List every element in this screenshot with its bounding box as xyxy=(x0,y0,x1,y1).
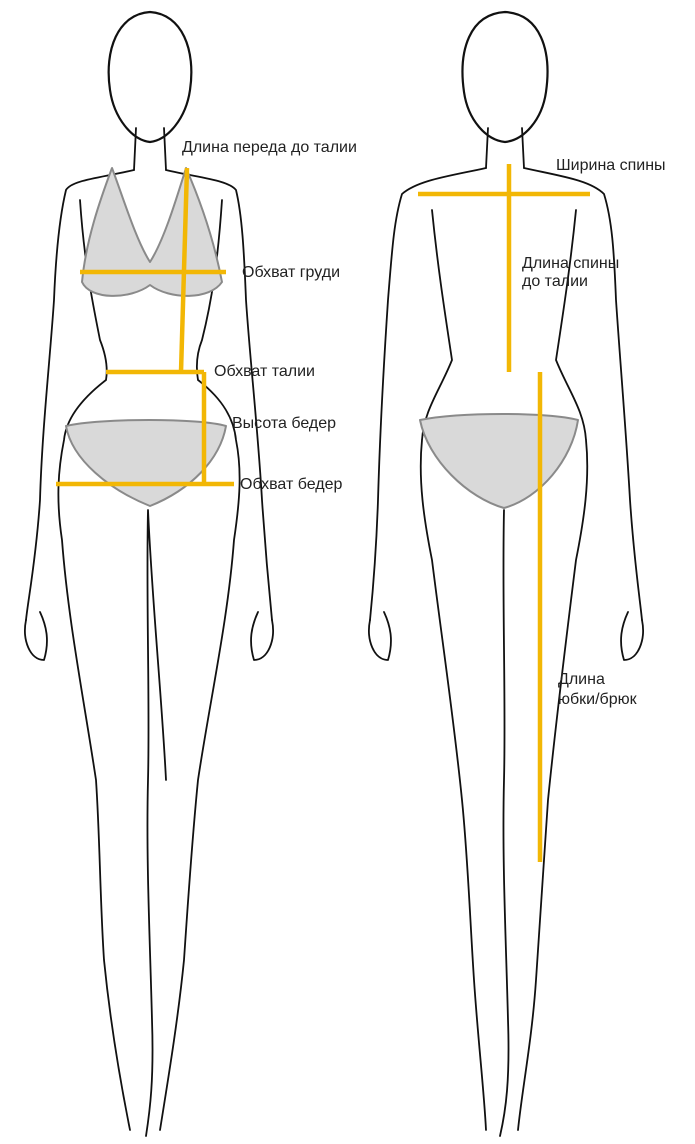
back-right-hand xyxy=(621,612,643,660)
hip-height-label: Высота бедер xyxy=(232,415,336,432)
front-length-label: Длина переда до талии xyxy=(182,139,357,156)
back-bikini-bottom xyxy=(420,414,578,508)
back-length-label-1: Длина спины xyxy=(522,255,619,272)
back-inner-legs xyxy=(500,510,509,1136)
back-width-label: Ширина спины xyxy=(556,157,666,174)
front-body-right-outline xyxy=(160,170,272,1130)
waist-label: Обхват талии xyxy=(214,363,315,380)
back-head xyxy=(463,12,548,142)
front-bikini-top xyxy=(82,168,222,296)
front-body-left-outline xyxy=(26,170,134,1130)
back-length-label-2: до талии xyxy=(522,273,588,290)
front-right-hand xyxy=(251,612,273,660)
bust-label: Обхват груди xyxy=(242,264,340,281)
hips-label: Обхват бедер xyxy=(240,476,342,493)
skirt-length-label-1: Длина xyxy=(558,671,605,688)
back-body-right-outline xyxy=(518,168,642,1130)
skirt-length-label-2: юбки/брюк xyxy=(558,691,638,708)
front-left-hand xyxy=(25,612,47,660)
front-inner-legs xyxy=(146,510,166,1136)
back-figure xyxy=(369,12,643,1136)
front-head xyxy=(109,12,192,142)
back-left-hand xyxy=(369,612,391,660)
back-body-left-outline xyxy=(370,168,486,1130)
front-figure xyxy=(25,12,273,1136)
